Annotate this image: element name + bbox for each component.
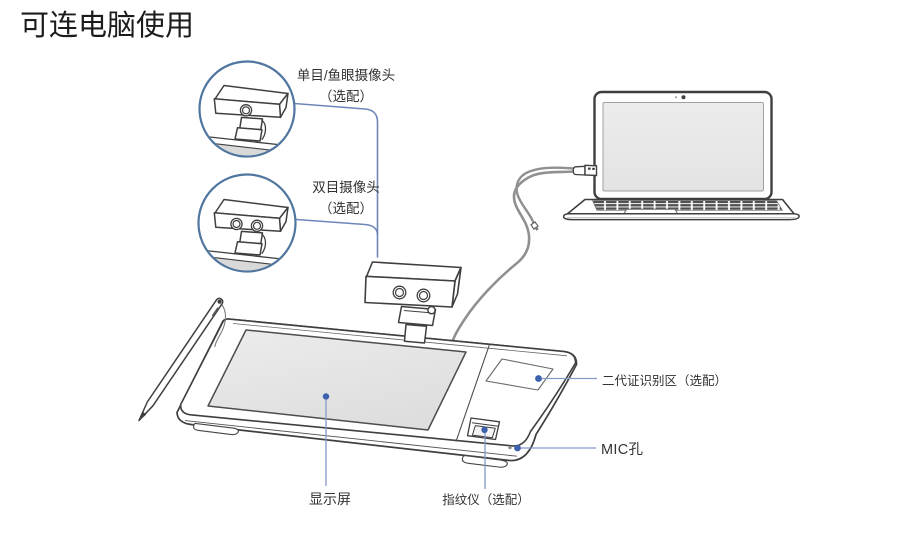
dot-screen	[322, 393, 330, 400]
device-back-rim	[232, 323, 568, 357]
dot-fingerprint	[481, 426, 488, 433]
camera-front	[364, 275, 456, 308]
stylus-body	[138, 297, 224, 422]
callout-mono-camera-label: 单目/鱼眼摄像头 （选配）	[297, 65, 395, 107]
mono-camera-drawing	[213, 84, 289, 142]
dot-mic	[514, 444, 521, 452]
mic-hole	[508, 445, 512, 450]
connector-mono-camera	[294, 102, 379, 258]
callout-mic-label: MIC孔	[601, 442, 644, 458]
laptop	[562, 90, 800, 221]
camera-stand	[403, 323, 428, 344]
callout-stereo-camera-line1: 双目摄像头	[312, 180, 380, 195]
usb-plug-pin-1	[588, 167, 591, 170]
stylus-cap	[217, 299, 222, 304]
usb-cable	[449, 164, 598, 348]
callout-mono-camera-line2: （选配）	[318, 89, 373, 104]
device-display	[207, 329, 467, 431]
detail-circle-mono	[198, 60, 296, 158]
cable-branch	[515, 166, 575, 227]
camera-clip	[234, 241, 263, 256]
device-shell-seam	[184, 420, 518, 457]
camera-front	[213, 212, 282, 233]
connector-stereo-camera	[296, 218, 379, 236]
laptop-keyboard	[592, 200, 783, 211]
connector-lines	[294, 102, 379, 258]
camera-lens-left-inner	[394, 287, 405, 298]
callout-mono-camera-line1: 单目/鱼眼摄像头	[296, 68, 396, 83]
id-card-area	[485, 358, 554, 391]
usb-plug-boot	[572, 165, 586, 176]
stylus-tip	[139, 411, 147, 421]
laptop-touchpad	[623, 208, 678, 215]
laptop-base	[562, 213, 800, 221]
callout-leaders	[322, 375, 597, 489]
camera-lens-right-inner	[418, 290, 429, 301]
callout-id-area-label: 二代证识别区（选配）	[602, 374, 728, 388]
callout-fingerprint-label: 指纹仪（选配）	[442, 493, 530, 507]
camera-hook	[261, 119, 267, 141]
detail-circle-stereo	[197, 173, 297, 273]
fingerprint-top-band	[471, 422, 499, 427]
laptop-webcam-icon	[681, 95, 686, 100]
callout-stereo-camera-label: 双目摄像头 （选配）	[312, 177, 380, 219]
camera-lens-inner	[241, 106, 251, 115]
camera-lens-right-inner	[252, 221, 262, 230]
dot-id-area	[535, 375, 542, 382]
stereo-camera-drawing	[213, 198, 289, 256]
camera-clip	[234, 127, 263, 142]
laptop-webcam-led	[675, 96, 677, 99]
page-title: 可连电脑使用	[20, 10, 195, 42]
device-panel-divider	[455, 344, 491, 442]
device-foot-left	[193, 422, 239, 436]
usb-plug-pin-2	[592, 167, 595, 170]
stylus-pen	[138, 297, 227, 422]
cable-branch-tip	[530, 221, 539, 231]
callout-screen-label: 显示屏	[309, 491, 351, 507]
camera-bracket-line	[403, 310, 431, 314]
camera-hook	[261, 233, 267, 255]
usb-plug-shell	[584, 164, 598, 177]
callout-stereo-camera-line2: （选配）	[319, 201, 373, 216]
stylus-clip	[211, 307, 219, 317]
stylus-tether	[214, 302, 227, 348]
cable-main	[449, 170, 575, 348]
device-camera	[364, 261, 462, 344]
usb-plug	[572, 164, 598, 177]
camera-lens-left-inner	[232, 219, 241, 229]
laptop-screen	[602, 102, 764, 192]
